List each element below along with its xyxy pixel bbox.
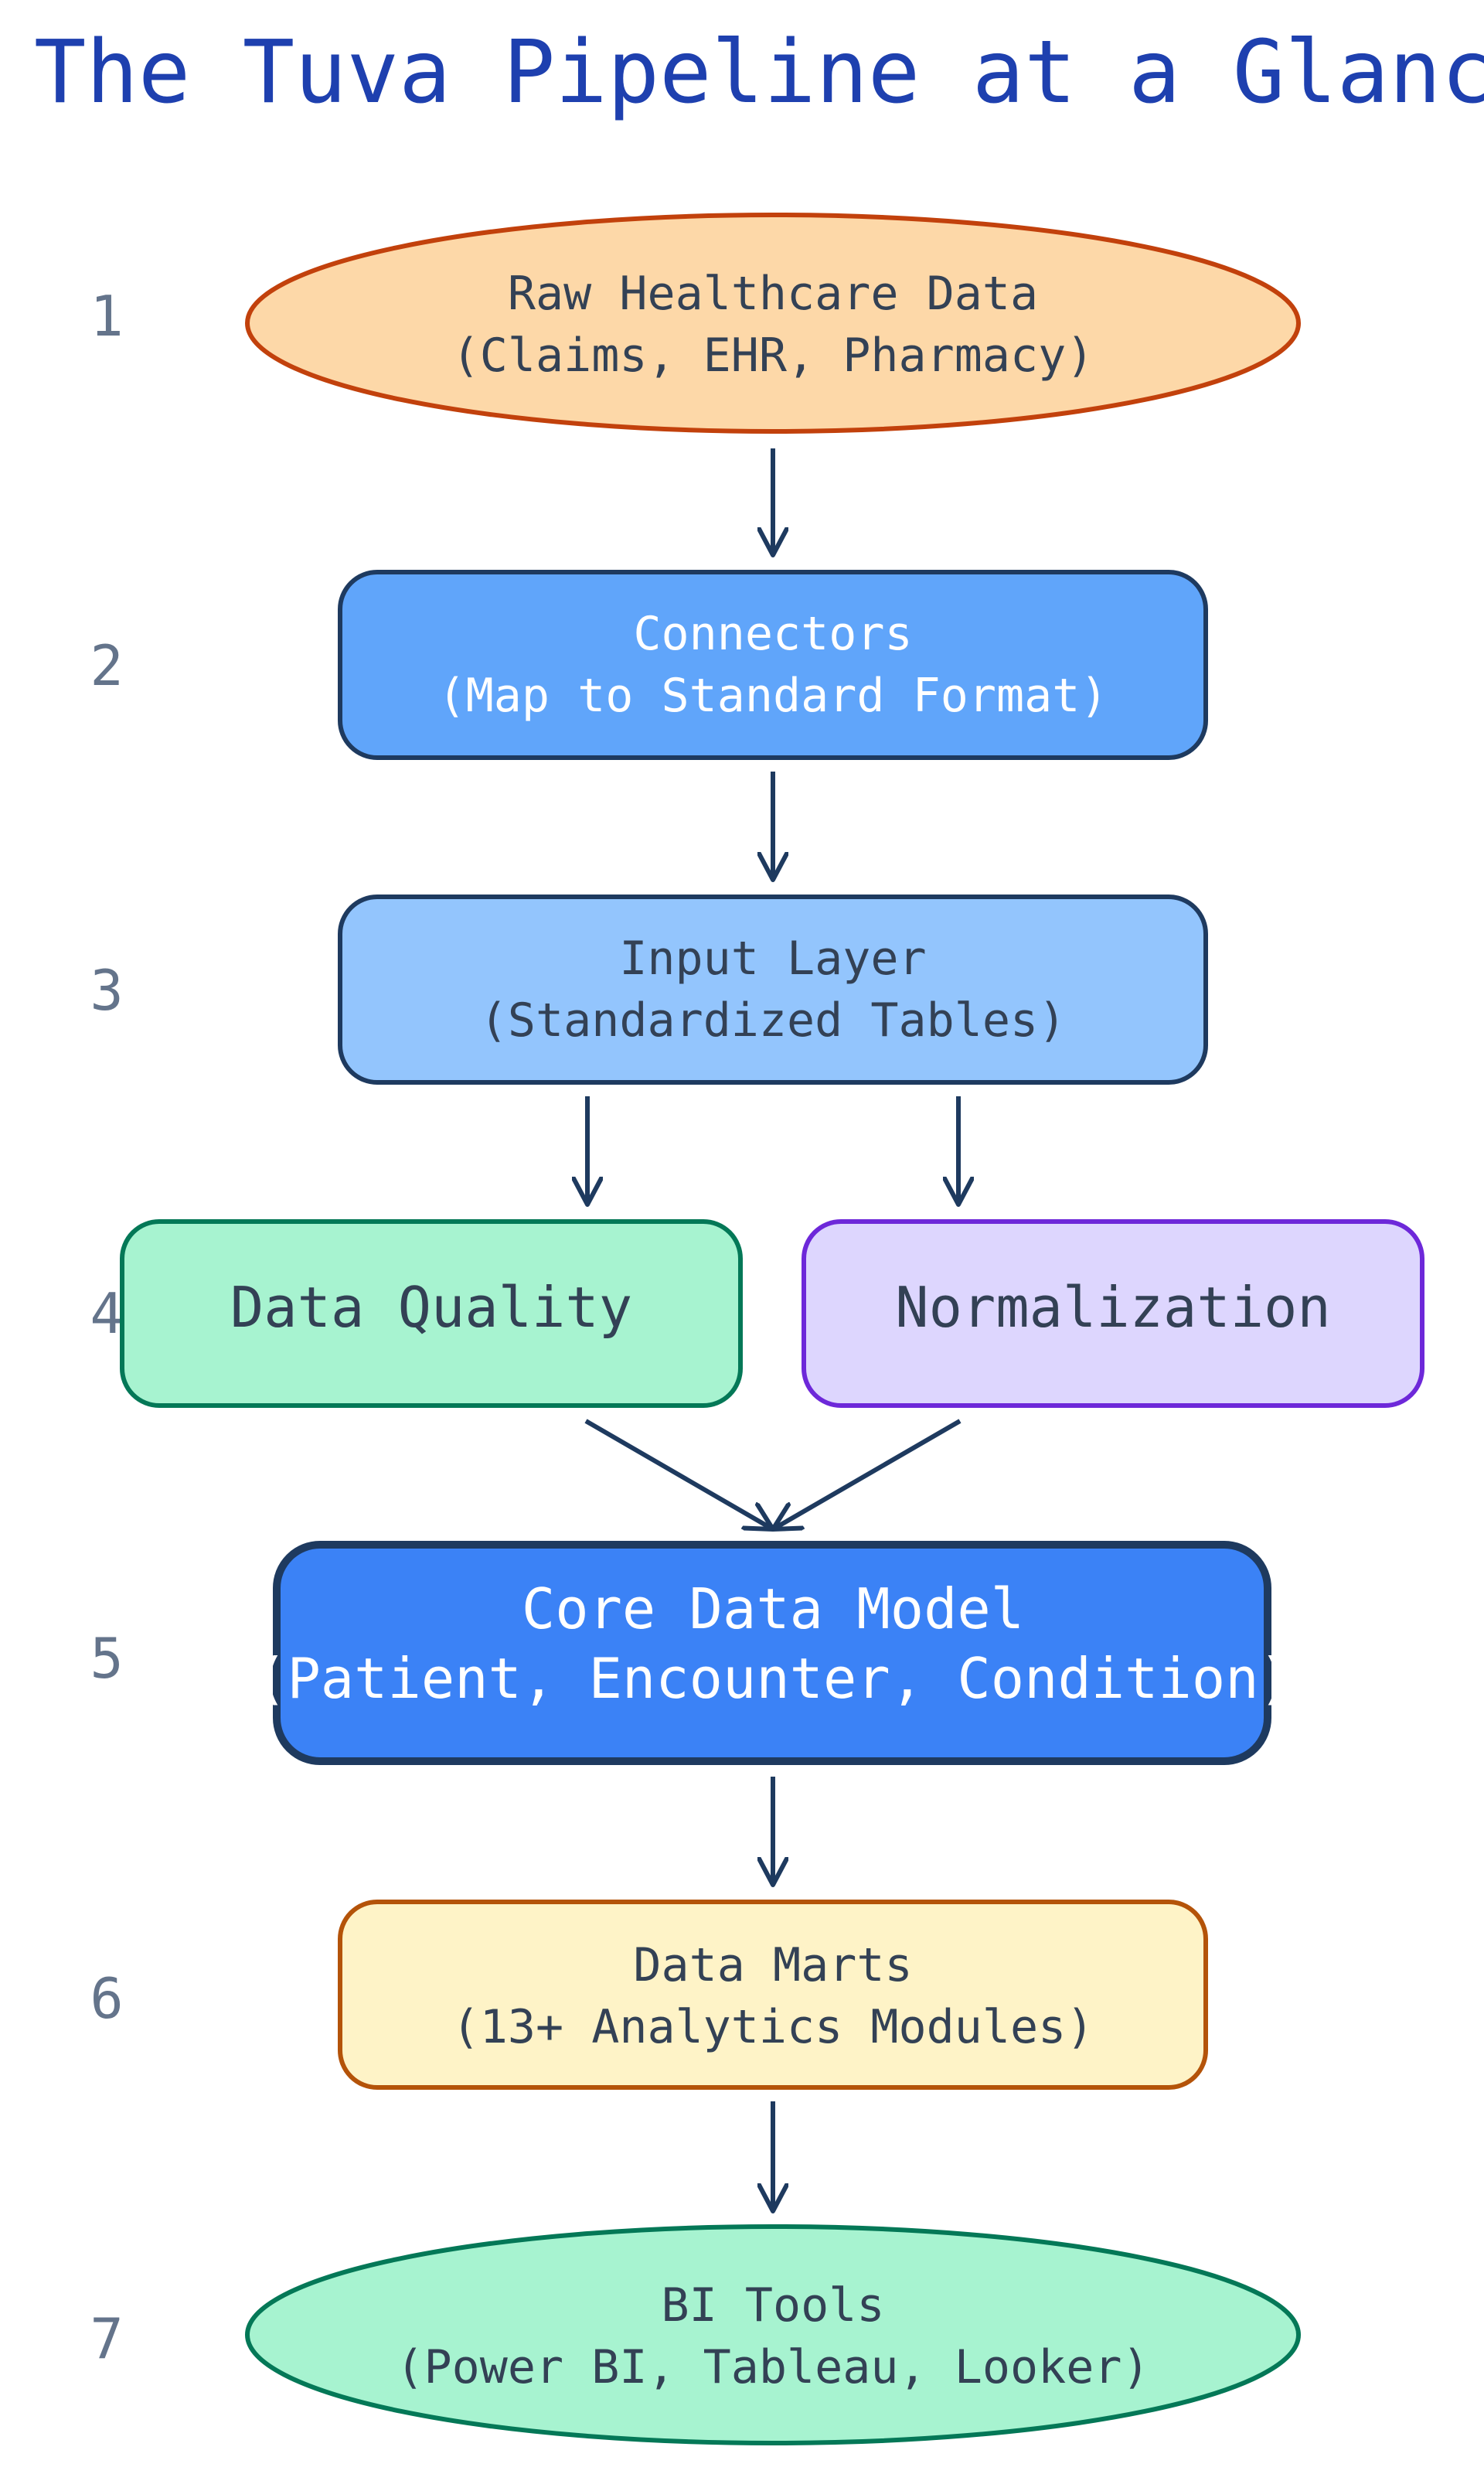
step-number-4: 4 bbox=[90, 1281, 123, 1346]
node-3-sublabel: (Standardized Tables) bbox=[480, 993, 1067, 1048]
step-number-3: 3 bbox=[90, 958, 123, 1023]
diagram-title: The Tuva Pipeline at a Glance bbox=[34, 22, 1484, 123]
node-bi-tools: BI Tools (Power BI, Tableau, Looker) bbox=[245, 2224, 1301, 2445]
node-7-sublabel: (Power BI, Tableau, Looker) bbox=[396, 2340, 1149, 2394]
node-2-label: Connectors bbox=[633, 607, 912, 661]
node-raw-healthcare-data: Raw Healthcare Data (Claims, EHR, Pharma… bbox=[245, 213, 1301, 434]
node-4-left-label: Data Quality bbox=[230, 1275, 632, 1340]
node-2-sublabel: (Map to Standard Format) bbox=[438, 669, 1108, 723]
node-data-marts: Data Marts (13+ Analytics Modules) bbox=[338, 1900, 1208, 2090]
node-core-data-model: Core Data Model (Patient, Encounter, Con… bbox=[254, 1541, 1292, 1765]
arrow-normalization-to-core bbox=[773, 1419, 962, 1529]
node-2-shape bbox=[338, 570, 1208, 760]
node-3-shape bbox=[338, 895, 1208, 1085]
step-number-6: 6 bbox=[90, 1966, 123, 2031]
node-4-left-shape bbox=[120, 1219, 743, 1408]
node-4-right-shape bbox=[802, 1219, 1424, 1408]
node-6-label: Data Marts bbox=[633, 1938, 912, 1992]
step-number-2: 2 bbox=[90, 633, 123, 698]
node-3-label: Input Layer bbox=[619, 932, 926, 986]
step-number-5: 5 bbox=[90, 1626, 123, 1691]
node-input-layer: Input Layer (Standardized Tables) bbox=[338, 895, 1208, 1085]
node-connectors: Connectors (Map to Standard Format) bbox=[338, 570, 1208, 760]
arrow-data-quality-to-core bbox=[584, 1419, 773, 1529]
node-6-shape bbox=[338, 1900, 1208, 2090]
step-number-7: 7 bbox=[90, 2306, 123, 2371]
node-5-sublabel: (Patient, Encounter, Condition) bbox=[254, 1646, 1292, 1711]
node-6-sublabel: (13+ Analytics Modules) bbox=[452, 2000, 1094, 2054]
node-5-shape bbox=[273, 1541, 1271, 1765]
node-7-shape bbox=[245, 2224, 1301, 2445]
node-data-quality: Data Quality bbox=[120, 1219, 743, 1408]
node-1-shape bbox=[245, 213, 1301, 434]
node-1-label: Raw Healthcare Data bbox=[508, 267, 1038, 321]
node-4-right-label: Normalization bbox=[895, 1275, 1331, 1340]
node-5-label: Core Data Model bbox=[522, 1576, 1024, 1641]
node-normalization: Normalization bbox=[802, 1219, 1424, 1408]
node-7-label: BI Tools bbox=[662, 2278, 885, 2333]
step-number-1: 1 bbox=[90, 284, 123, 349]
node-1-sublabel: (Claims, EHR, Pharmacy) bbox=[452, 329, 1094, 383]
